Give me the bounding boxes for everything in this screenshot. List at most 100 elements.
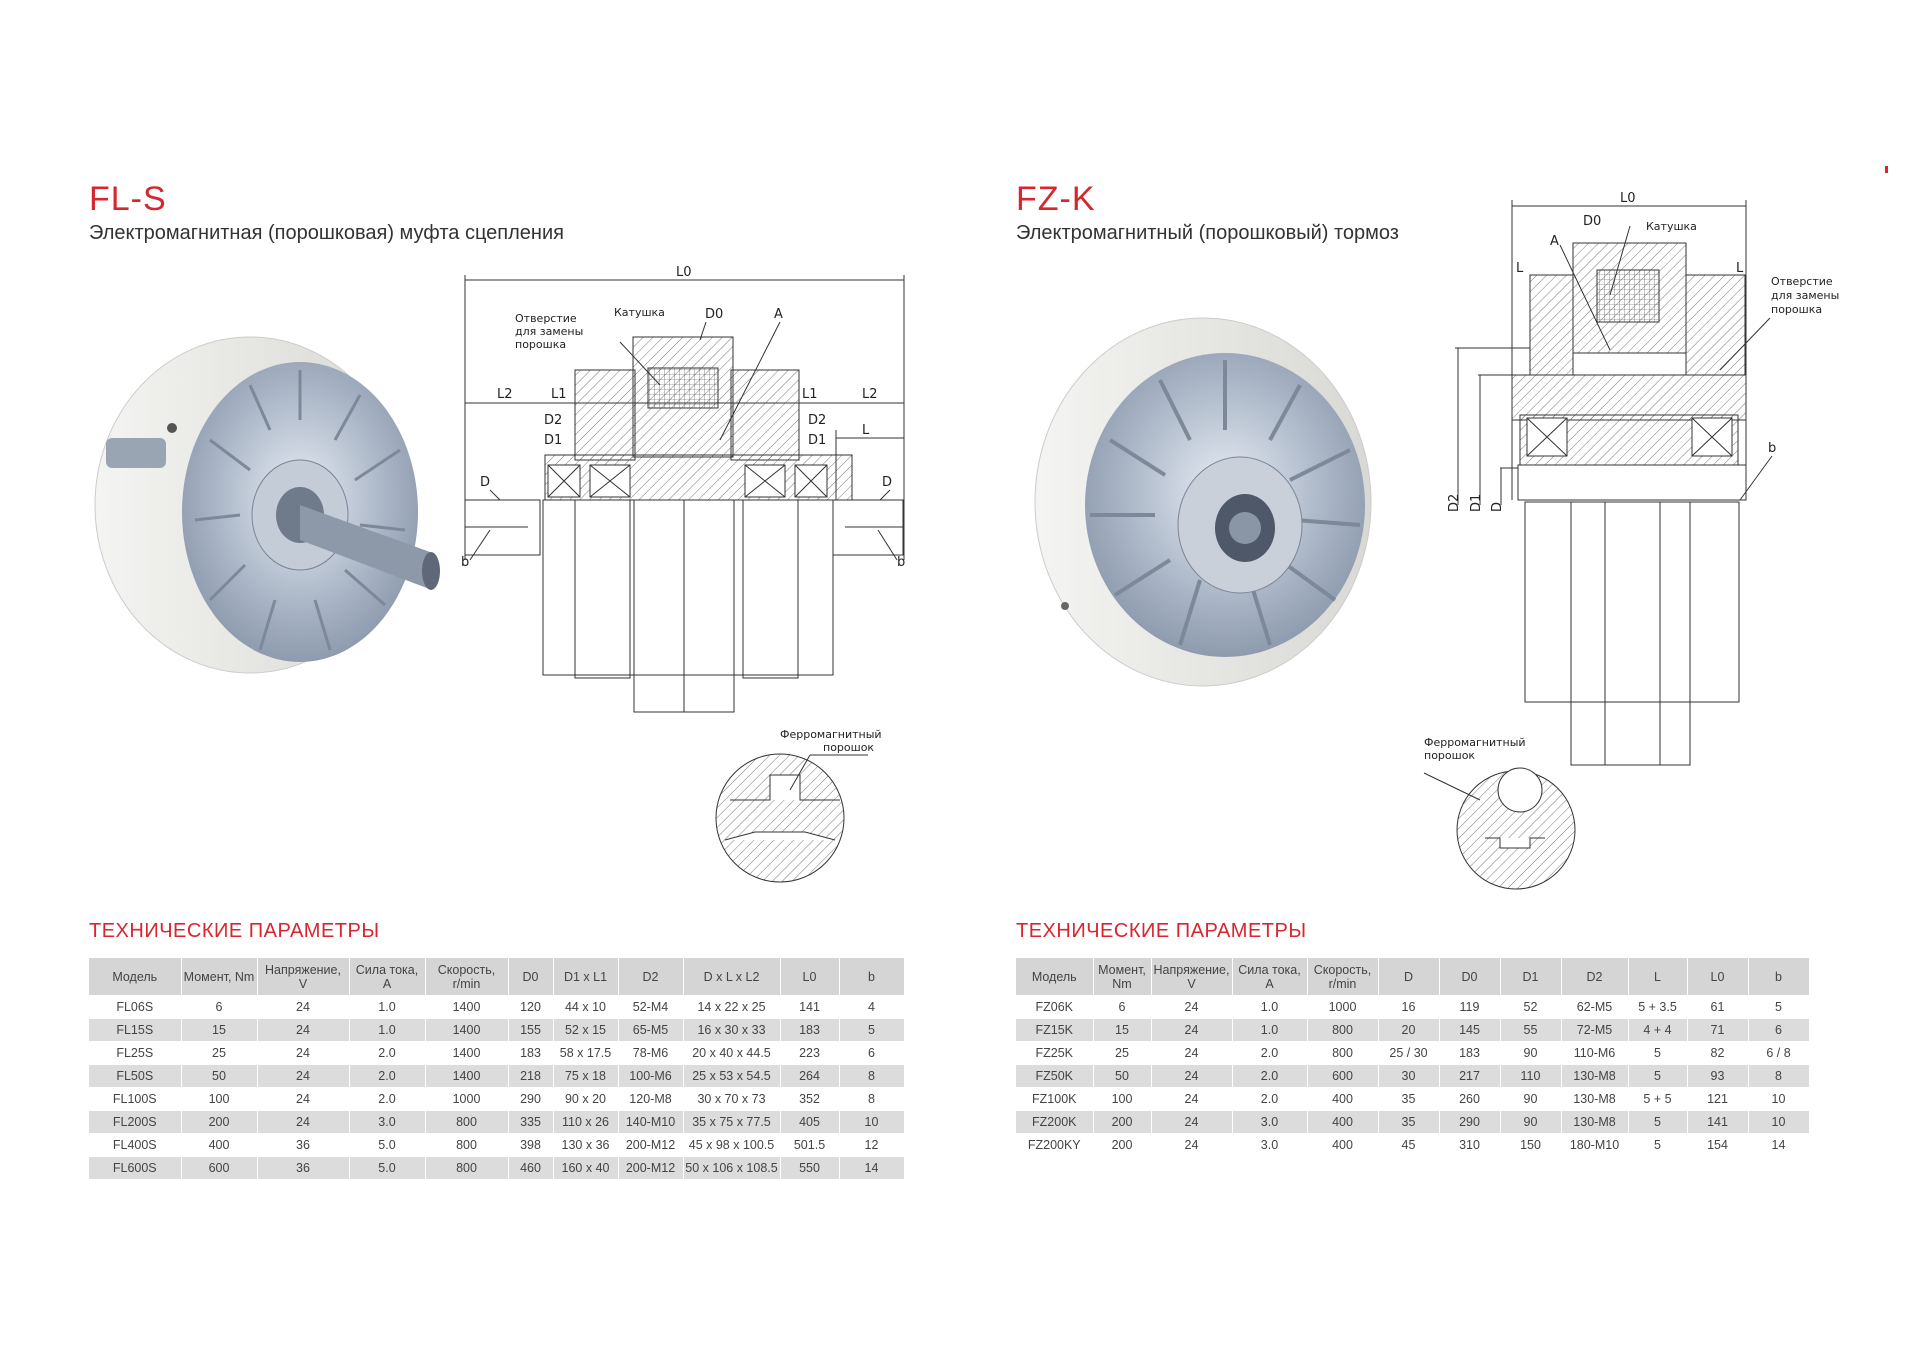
label-hole-1: Отверстие xyxy=(515,312,577,325)
table-cell: 35 xyxy=(1378,1110,1440,1134)
table-cell: 200 xyxy=(1093,1110,1152,1134)
label-a: A xyxy=(1550,234,1559,249)
table-cell: FZ50K xyxy=(1016,1064,1094,1088)
table-cell: 120-M8 xyxy=(618,1087,684,1111)
table-cell: 110 xyxy=(1500,1064,1562,1088)
table-cell: 90 xyxy=(1500,1087,1562,1111)
table-cell: 2.0 xyxy=(349,1041,426,1065)
table-cell: 3.0 xyxy=(1232,1110,1308,1134)
table-cell: 24 xyxy=(257,1087,350,1111)
table-cell: 5 + 3.5 xyxy=(1628,995,1688,1019)
column-header: D2 xyxy=(618,958,684,996)
table-cell: 800 xyxy=(1307,1041,1379,1065)
table-cell: 55 xyxy=(1500,1018,1562,1042)
table-cell: FZ06K xyxy=(1016,995,1094,1019)
label-hole-1: Отверстие xyxy=(1771,275,1833,288)
table-cell: 1400 xyxy=(425,1064,509,1088)
label-coil: Катушка xyxy=(614,306,665,319)
brake-drawing-labels: L0 D0 Катушка A L L Отверстие для замены… xyxy=(1424,191,1839,762)
table-cell: 550 xyxy=(780,1156,840,1179)
table-cell: 2.0 xyxy=(1232,1064,1308,1088)
table-cell: 130-M8 xyxy=(1561,1087,1629,1111)
table-cell: 352 xyxy=(780,1087,840,1111)
table-cell: 5 xyxy=(1748,995,1810,1019)
label-d: D xyxy=(1490,502,1505,512)
table-cell: 183 xyxy=(780,1018,840,1042)
table-cell: FL100S xyxy=(89,1087,182,1111)
table-cell: 141 xyxy=(1687,1110,1749,1134)
table-cell: 16 xyxy=(1378,995,1440,1019)
table-cell: 2.0 xyxy=(1232,1041,1308,1065)
table-cell: 290 xyxy=(1439,1110,1501,1134)
table-cell: 100 xyxy=(181,1087,258,1111)
table-cell: 290 xyxy=(508,1087,554,1111)
table-cell: 145 xyxy=(1439,1018,1501,1042)
table-cell: 25 x 53 x 54.5 xyxy=(683,1064,781,1088)
table-cell: 600 xyxy=(1307,1064,1379,1088)
label-hole-2: для замены xyxy=(515,325,583,338)
label-powder-2: порошок xyxy=(823,741,874,754)
table-cell: 14 xyxy=(839,1156,905,1179)
table-cell: 100 xyxy=(1093,1087,1152,1111)
table-cell: FZ200KY xyxy=(1016,1133,1094,1156)
table-cell: 1000 xyxy=(1307,995,1379,1019)
table-cell: 24 xyxy=(257,995,350,1019)
column-header: D0 xyxy=(508,958,554,996)
table-cell: 4 xyxy=(839,995,905,1019)
table-cell: 16 x 30 x 33 xyxy=(683,1018,781,1042)
table-cell: 130-M8 xyxy=(1561,1064,1629,1088)
label-l-right: L xyxy=(1736,261,1744,276)
table-cell: 800 xyxy=(425,1133,509,1157)
table-cell: 217 xyxy=(1439,1064,1501,1088)
label-hole-2: для замены xyxy=(1771,289,1839,302)
table-cell: 335 xyxy=(508,1110,554,1134)
table-cell: 10 xyxy=(1748,1110,1810,1134)
label-d0: D0 xyxy=(705,307,723,322)
label-d1-right: D1 xyxy=(808,433,826,448)
table-cell: 65-M5 xyxy=(618,1018,684,1042)
table-cell: 75 x 18 xyxy=(553,1064,619,1088)
section-title-tech-params-right: ТЕХНИЧЕСКИЕ ПАРАМЕТРЫ xyxy=(1016,920,1307,942)
table-cell: 150 xyxy=(1500,1133,1562,1156)
column-header: Модель xyxy=(89,958,182,996)
label-l2-left: L2 xyxy=(497,387,513,402)
label-hole-3: порошка xyxy=(515,338,566,351)
table-cell: FZ15K xyxy=(1016,1018,1094,1042)
clutch-drawing-labels: L0 Отверстие для замены порошка Катушка … xyxy=(461,265,905,754)
table-cell: 260 xyxy=(1439,1087,1501,1111)
table-cell: 36 xyxy=(257,1133,350,1157)
label-d2-right: D2 xyxy=(808,413,826,428)
table-cell: 5 + 5 xyxy=(1628,1087,1688,1111)
table-cell: 130 x 36 xyxy=(553,1133,619,1157)
table-cell: 119 xyxy=(1439,995,1501,1019)
table-cell: 1400 xyxy=(425,1018,509,1042)
table-cell: 62-M5 xyxy=(1561,995,1629,1019)
table-cell: 15 xyxy=(181,1018,258,1042)
table-cell: 24 xyxy=(257,1041,350,1065)
front-shaft xyxy=(300,505,432,590)
table-cell: 405 xyxy=(780,1110,840,1134)
table-cell: 110 x 26 xyxy=(553,1110,619,1134)
table-cell: 1.0 xyxy=(349,1018,426,1042)
table-cell: 90 xyxy=(1500,1041,1562,1065)
table-cell: 52 xyxy=(1500,995,1562,1019)
table-cell: 50 xyxy=(1093,1064,1152,1088)
column-header: D0 xyxy=(1439,958,1501,996)
table-cell: 218 xyxy=(508,1064,554,1088)
table-cell: 24 xyxy=(1151,995,1233,1019)
table-cell: 121 xyxy=(1687,1087,1749,1111)
table-cell: 25 / 30 xyxy=(1378,1041,1440,1065)
table-cell: 25 xyxy=(1093,1041,1152,1065)
label-d2-left: D2 xyxy=(544,413,562,428)
column-header: Сила тока, A xyxy=(349,958,426,996)
label-powder-1: Ферромагнитный xyxy=(780,728,882,741)
